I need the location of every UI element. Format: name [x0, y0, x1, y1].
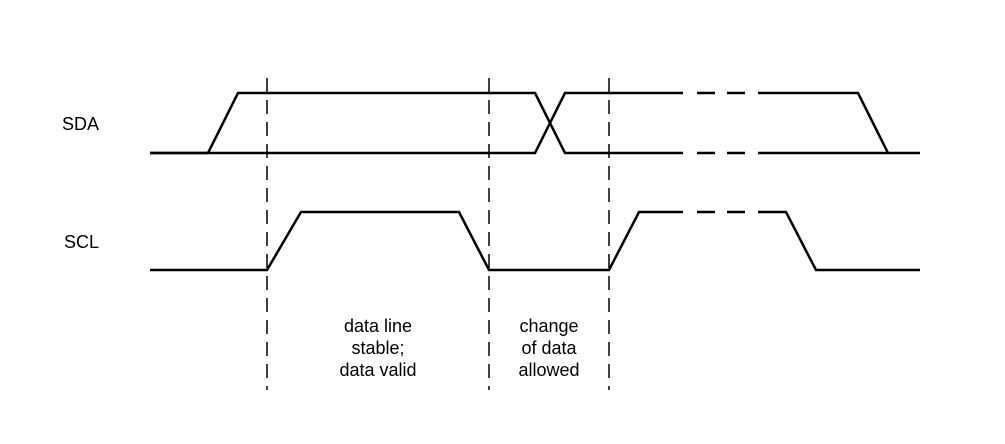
data-change-annotation: change of data allowed: [497, 315, 601, 381]
data-stable-line-1: data line: [343, 316, 413, 336]
timing-markers: [266, 78, 610, 390]
sda-final-high-segment: [758, 91, 890, 154]
sda-low-state-line: [150, 91, 683, 155]
scl-final-segment: [758, 210, 920, 272]
data-change-line-2: of data: [521, 338, 577, 358]
data-stable-line-2: stable;: [351, 338, 405, 358]
data-stable-annotation: data line stable; data valid: [298, 315, 458, 381]
data-change-line-1: change: [519, 316, 579, 336]
sda-waveform: [150, 91, 920, 155]
data-stable-line-3: data valid: [339, 360, 417, 380]
scl-clock-line: [150, 210, 683, 272]
sda-high-state-line: [150, 91, 683, 155]
sda-label: SDA: [62, 114, 100, 134]
scl-label: SCL: [64, 232, 100, 252]
data-change-line-3: allowed: [518, 360, 580, 380]
scl-waveform: [150, 210, 920, 272]
